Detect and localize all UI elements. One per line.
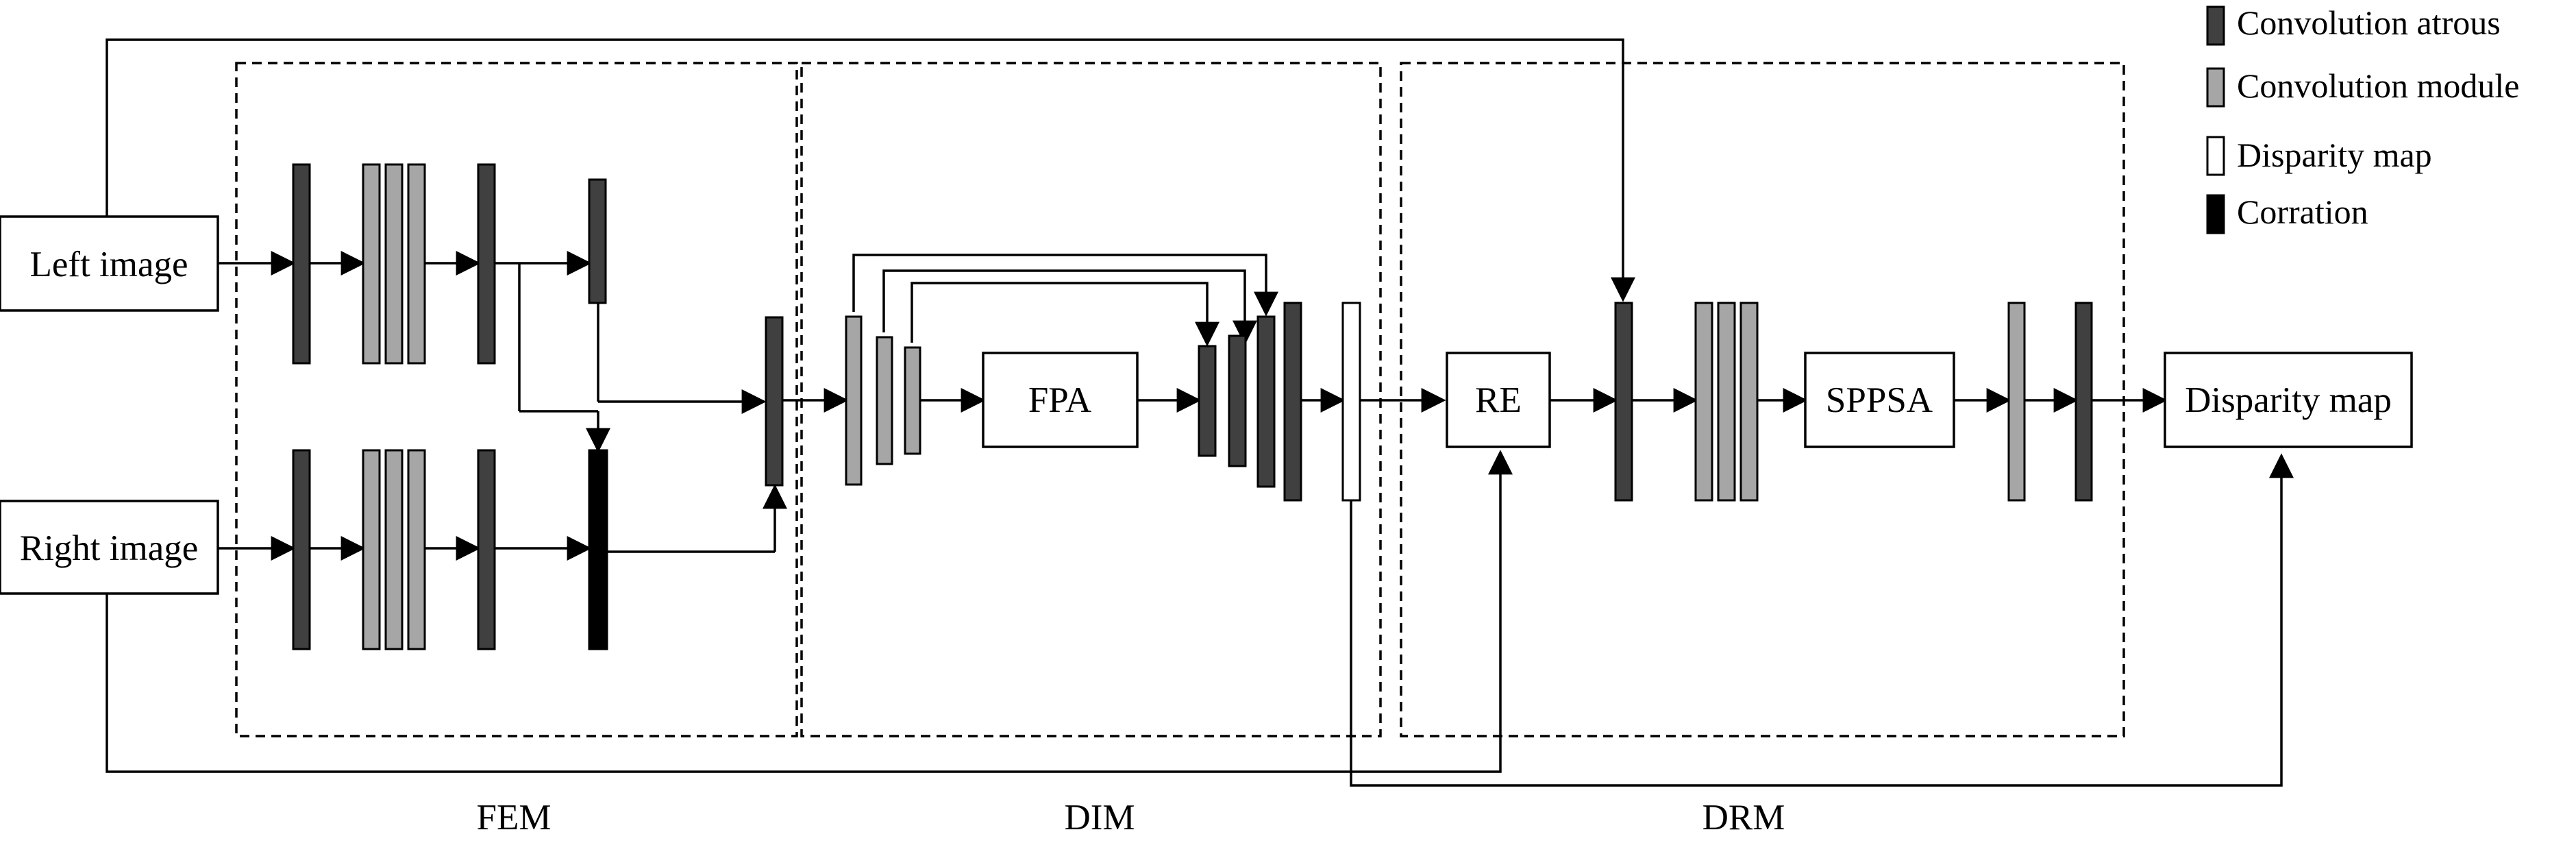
fem-frame <box>235 62 798 737</box>
conv-module-block <box>407 449 426 650</box>
right-image-label: Right image <box>20 528 199 568</box>
conv-atrous-block <box>588 178 607 304</box>
conv-atrous-block <box>2075 302 2093 502</box>
conv-module-block <box>845 315 863 486</box>
conv-module-block <box>1717 302 1736 502</box>
labeled-boxes: Left image Right image FPA RE SPPSA Disp… <box>0 215 2413 595</box>
output-disparity-box <box>2164 352 2413 448</box>
left-image-label: Left image <box>29 245 188 284</box>
conv-module-block <box>362 449 381 650</box>
edge-left-image-top-route <box>106 38 1635 302</box>
connections <box>106 38 2294 787</box>
conv-atrous-block <box>1283 302 1302 502</box>
re-label: RE <box>1475 380 1522 420</box>
legend-swatch-atrous <box>2206 5 2225 46</box>
conv-atrous-block <box>292 163 311 365</box>
legend-swatch-module <box>2206 67 2225 108</box>
conv-module-block <box>1739 302 1759 502</box>
fem-section-label: FEM <box>477 798 552 838</box>
conv-atrous-block <box>1228 334 1247 467</box>
legend-label-disparity: Disparity map <box>2237 136 2432 174</box>
blocks <box>292 163 2093 650</box>
conv-module-block <box>1694 302 1713 502</box>
conv-module-block <box>362 163 381 365</box>
skip-1 <box>852 254 1278 317</box>
disparity-map-block <box>1341 302 1361 502</box>
drm-section-label: DRM <box>1702 798 1785 838</box>
skip-2 <box>882 269 1257 345</box>
legend-swatch-disparity <box>2206 136 2225 176</box>
sppsa-box <box>1804 352 1955 448</box>
edge-disp-bottom-route <box>1350 453 2294 787</box>
re-box <box>1446 352 1551 448</box>
left-image-box <box>0 215 219 312</box>
fpa-label: FPA <box>1028 380 1091 420</box>
conv-atrous-block <box>477 163 496 365</box>
legend: Convolution atrous Convolution module Di… <box>2206 3 2520 234</box>
legend-label-correlation: Corration <box>2237 193 2368 231</box>
conv-module-block <box>384 449 404 650</box>
conv-module-block <box>904 346 921 455</box>
conv-atrous-block <box>477 449 496 650</box>
skip-3 <box>911 282 1219 347</box>
conv-module-block <box>384 163 404 365</box>
edge-right-image-bottom-route <box>106 450 1513 773</box>
conv-atrous-block <box>1198 345 1217 457</box>
legend-label-module: Convolution module <box>2237 66 2520 105</box>
output-disparity-label: Disparity map <box>2185 380 2392 420</box>
dim-section-label: DIM <box>1064 798 1135 838</box>
conv-atrous-block <box>1256 315 1276 488</box>
conv-atrous-block <box>1614 302 1633 502</box>
correlation-block <box>588 449 608 650</box>
conv-atrous-block <box>765 316 784 487</box>
legend-label-atrous: Convolution atrous <box>2237 3 2501 42</box>
fpa-box <box>982 352 1139 448</box>
conv-module-block <box>407 163 426 365</box>
legend-swatch-correlation <box>2206 194 2225 234</box>
sppsa-label: SPPSA <box>1826 380 1933 420</box>
conv-module-block <box>2007 302 2026 502</box>
conv-module-block <box>876 336 893 465</box>
conv-atrous-block <box>292 449 311 650</box>
right-image-box <box>0 500 219 595</box>
